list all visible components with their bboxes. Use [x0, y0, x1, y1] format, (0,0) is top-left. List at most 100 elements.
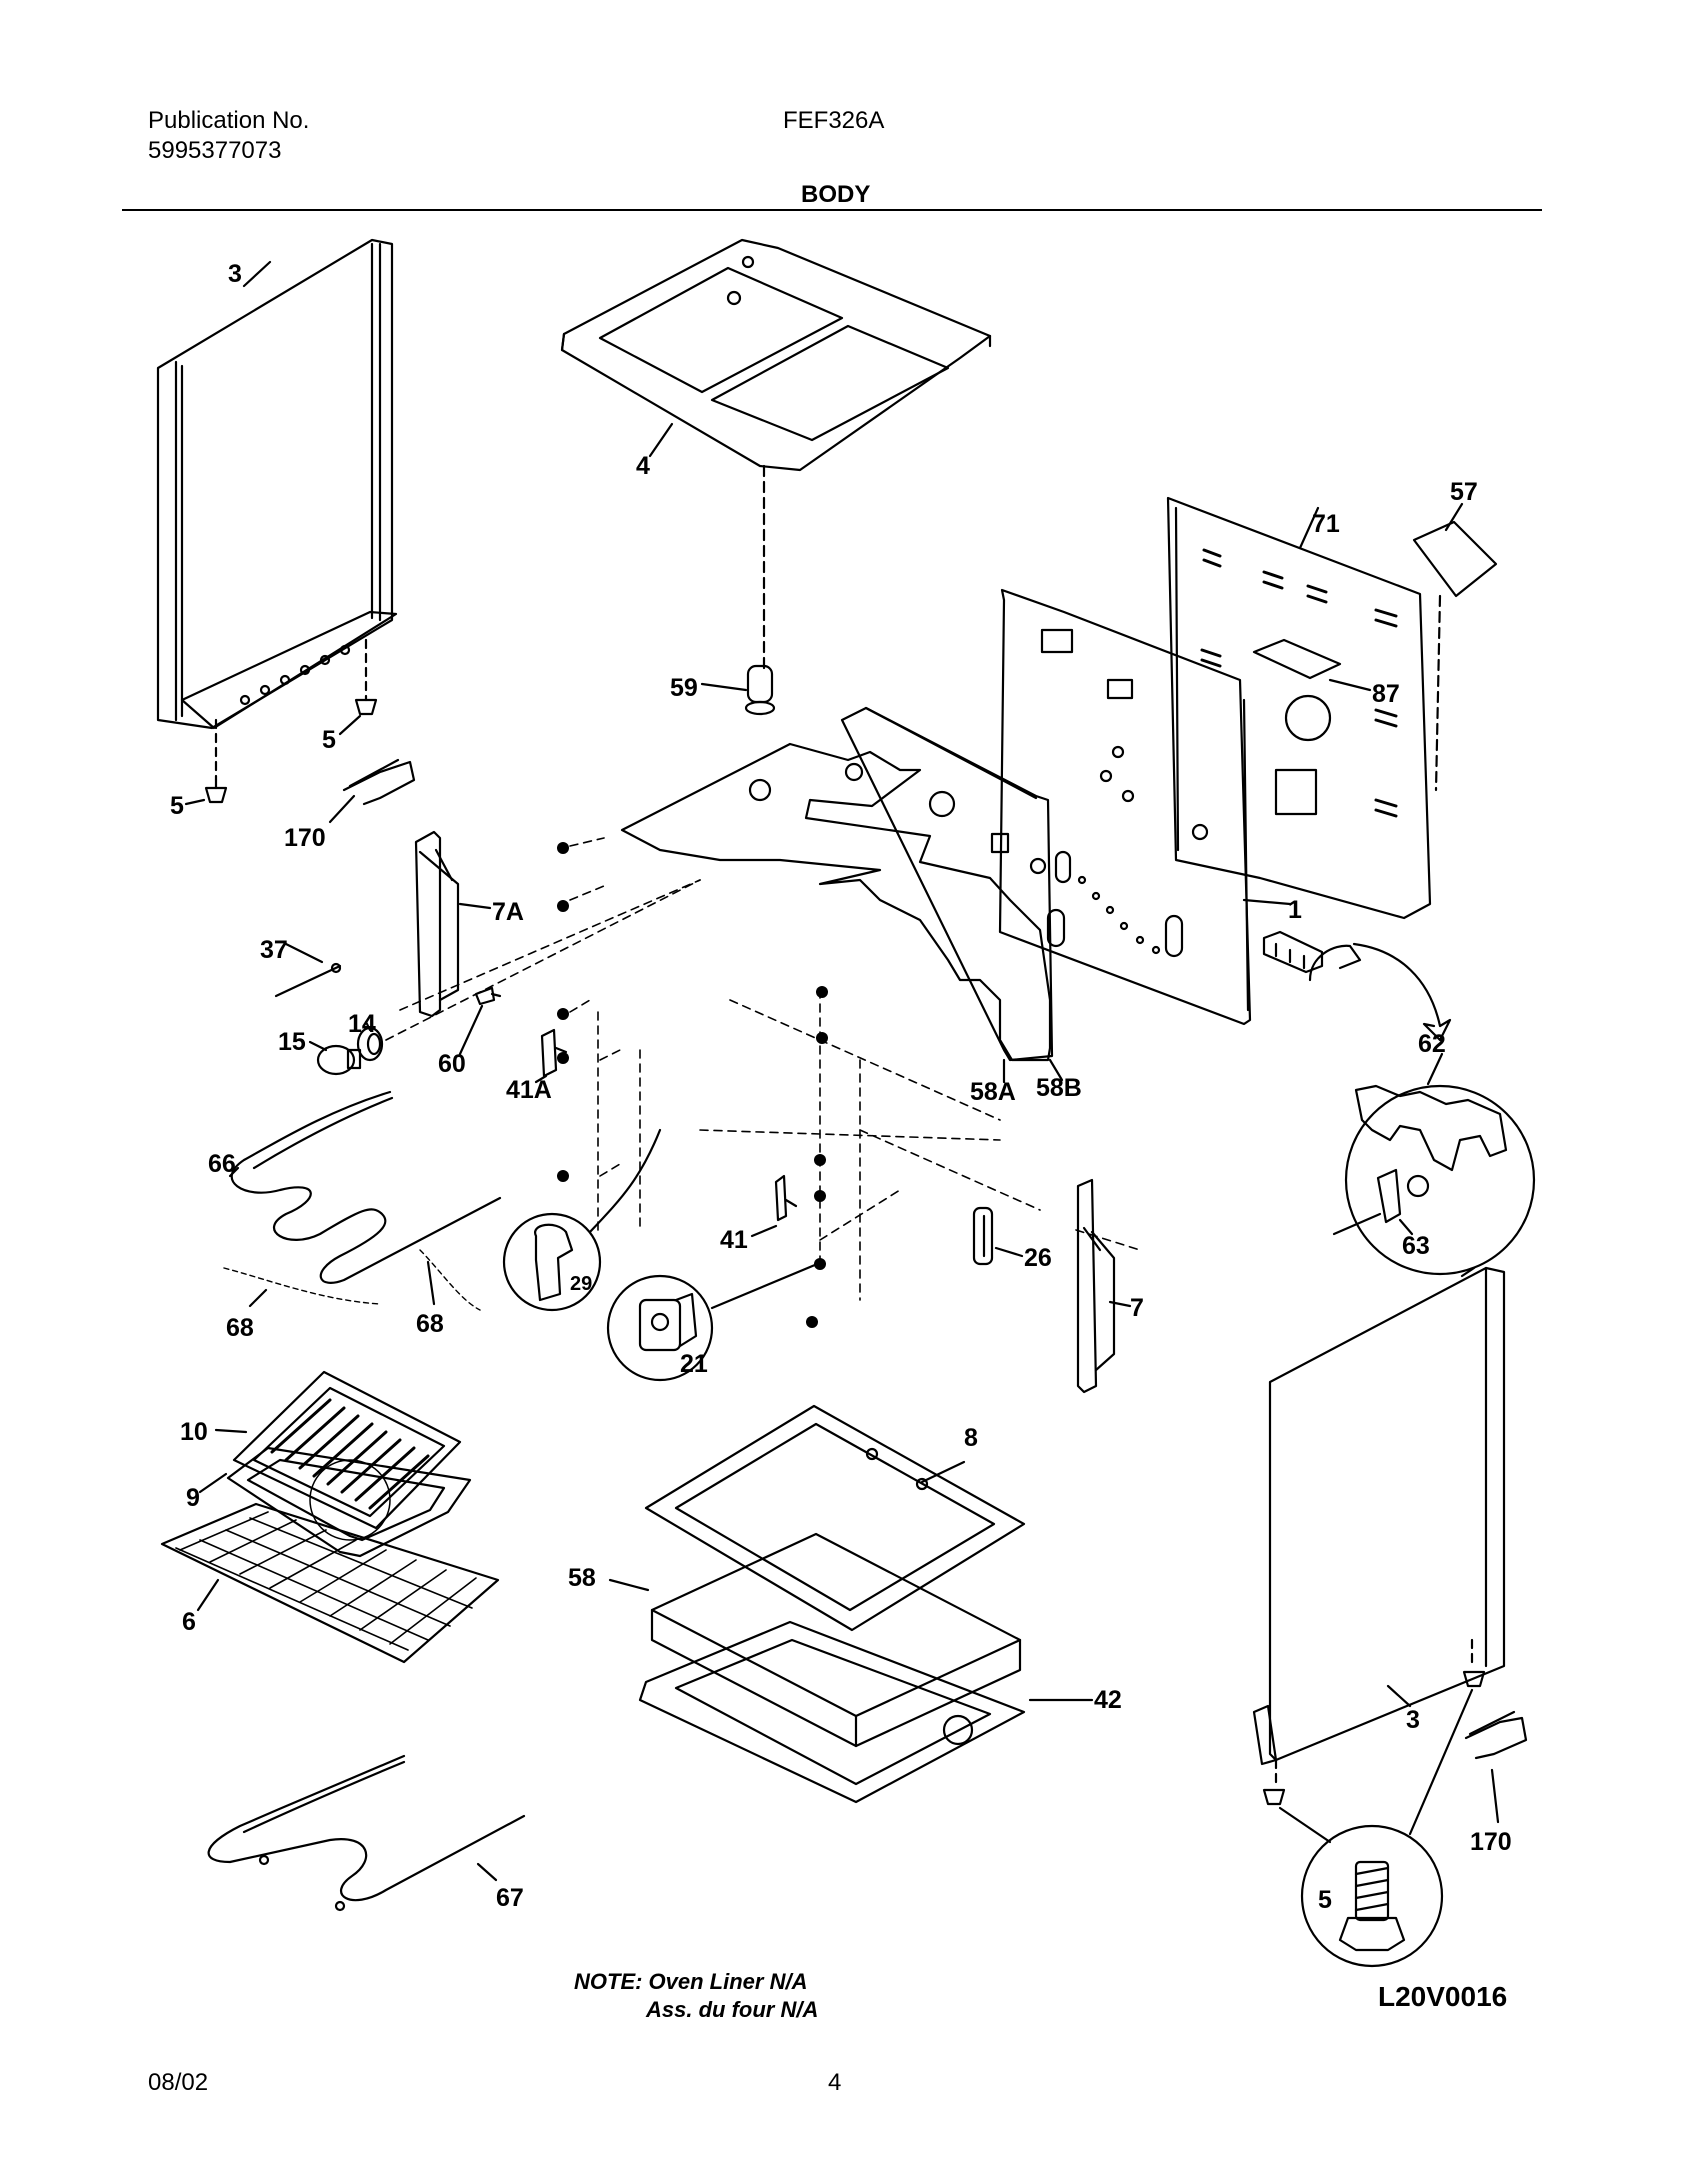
- page-number: 4: [828, 2069, 842, 2096]
- callout-1: 1: [1288, 896, 1302, 924]
- callout-58a: 58A: [970, 1078, 1016, 1106]
- hinge-7a: [414, 830, 460, 1018]
- leader-170-right: [1490, 1768, 1500, 1824]
- callout-59: 59: [670, 674, 698, 702]
- callout-7a: 7A: [492, 898, 524, 926]
- back-panel: [1166, 496, 1432, 920]
- clip-60: [474, 986, 502, 1006]
- publication-label: Publication No.: [148, 107, 310, 134]
- callout-41: 41: [720, 1226, 748, 1254]
- bracket-87: [1252, 638, 1342, 680]
- leader-5-bubble-a: [1278, 1806, 1332, 1844]
- callout-21: 21: [680, 1350, 708, 1378]
- callout-68-right: 68: [416, 1310, 444, 1338]
- leader-57: [1444, 502, 1464, 532]
- leader-4: [648, 422, 674, 458]
- callout-42: 42: [1094, 1686, 1122, 1714]
- callout-58b: 58B: [1036, 1074, 1082, 1102]
- callout-4: 4: [636, 452, 650, 480]
- callout-29: 29: [570, 1273, 592, 1295]
- callout-5-bubble: 5: [1318, 1886, 1332, 1914]
- leader-5-b: [184, 798, 206, 806]
- callout-87: 87: [1372, 680, 1400, 708]
- screw-5-b: [204, 778, 228, 804]
- terminal-block-62: [1262, 930, 1324, 974]
- bracket-41: [774, 1174, 798, 1222]
- callout-6: 6: [182, 1608, 196, 1636]
- leader-15: [308, 1040, 328, 1052]
- front-frame: [620, 706, 1066, 1062]
- leader-3-left: [242, 260, 272, 288]
- side-panel-left: [156, 238, 398, 730]
- callout-5-b: 5: [170, 792, 184, 820]
- callout-26: 26: [1024, 1244, 1052, 1272]
- callout-63: 63: [1402, 1232, 1430, 1260]
- detail-bubble-62: [1332, 1084, 1536, 1276]
- callout-170-right: 170: [1470, 1828, 1512, 1856]
- detail-bubble-29: [502, 1212, 602, 1312]
- label-plate-57: [1412, 520, 1498, 598]
- callout-14: 14: [348, 1010, 376, 1038]
- insulation-68-left: [223, 1267, 381, 1305]
- callout-8: 8: [964, 1424, 978, 1452]
- callout-170-left: 170: [284, 824, 326, 852]
- back-frame: [998, 588, 1252, 1026]
- leader-60: [458, 1004, 484, 1056]
- screws: [557, 842, 828, 1328]
- bracket-170-left: [342, 758, 416, 806]
- note-line-1: NOTE: Oven Liner N/A: [574, 1969, 808, 1994]
- footer-date: 08/02: [148, 2069, 209, 2096]
- bracket-41a: [540, 1028, 568, 1078]
- leader-59: [700, 682, 748, 692]
- leader-1: [1242, 898, 1292, 906]
- callout-66: 66: [208, 1150, 236, 1178]
- callout-71: 71: [1312, 510, 1340, 538]
- bake-element-67: [207, 1754, 526, 1912]
- callout-3-left: 3: [228, 260, 242, 288]
- leader-7a: [458, 902, 492, 910]
- callout-9: 9: [186, 1484, 200, 1512]
- hinge-7: [1076, 1178, 1116, 1394]
- callout-60: 60: [438, 1050, 466, 1078]
- section-title: BODY: [801, 181, 871, 208]
- screw-5-right-a: [1262, 1788, 1286, 1806]
- publication-number: 5995377073: [148, 137, 282, 164]
- slide-26: [972, 1206, 994, 1266]
- callout-3-right: 3: [1406, 1706, 1420, 1734]
- callout-58: 58: [568, 1564, 596, 1592]
- hole-59: [748, 778, 772, 802]
- leader-66: [228, 1166, 240, 1178]
- leader-14-dashed: [385, 879, 701, 1041]
- leader-6: [196, 1578, 220, 1612]
- bulb-15: [316, 1044, 362, 1076]
- leader-57-dashed: [1434, 594, 1442, 792]
- oven-rack-6: [160, 1502, 500, 1664]
- callout-68-left: 68: [226, 1314, 254, 1342]
- callout-5-a: 5: [322, 726, 336, 754]
- detail-bubble-21: [606, 1274, 714, 1382]
- leader-29: [588, 1128, 662, 1234]
- screw-5-right-b: [1462, 1670, 1486, 1688]
- leader-58: [608, 1578, 650, 1592]
- broiler-pan-9: [226, 1446, 472, 1558]
- header-rule: [122, 209, 1542, 211]
- leader-68-right: [426, 1260, 436, 1306]
- screw-5-a: [354, 694, 378, 716]
- leader-37: [284, 942, 324, 964]
- diagram-code: L20V0016: [1378, 1981, 1508, 2012]
- leader-68-left: [248, 1288, 268, 1308]
- leader-5-a: [338, 714, 362, 736]
- leader-10: [214, 1428, 248, 1434]
- note-line-2: Ass. du four N/A: [646, 1997, 819, 2022]
- insulation-68-right: [419, 1249, 481, 1311]
- wire-37: [274, 962, 342, 998]
- door-back-42: [638, 1620, 1026, 1804]
- leader-71: [1298, 506, 1320, 550]
- leader-21: [710, 1260, 824, 1310]
- leader-3-right: [1386, 1684, 1412, 1708]
- leader-14: [364, 1020, 372, 1032]
- callout-10: 10: [180, 1418, 208, 1446]
- bracket-170-right: [1464, 1710, 1528, 1760]
- leader-7: [1108, 1300, 1132, 1308]
